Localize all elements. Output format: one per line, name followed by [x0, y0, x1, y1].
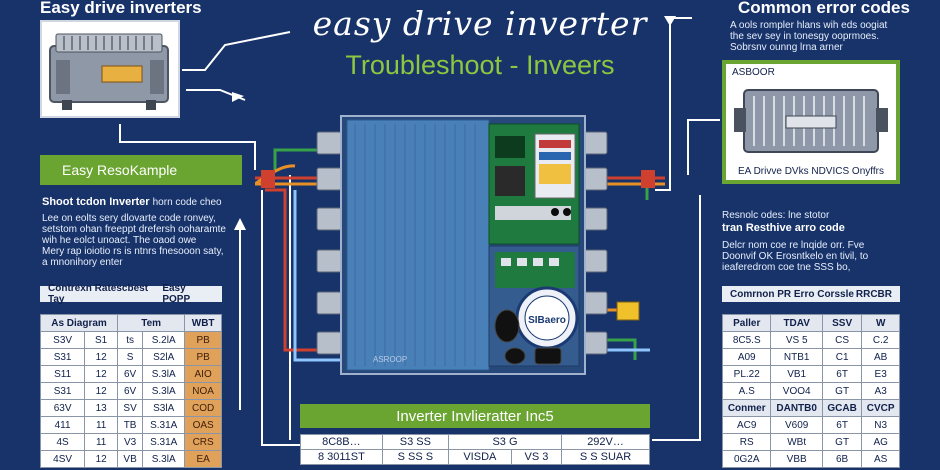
table-cell: S.31A	[142, 433, 186, 451]
right-paragraph-line: Delcr nom coe re lnqide orr. Fve	[722, 240, 865, 251]
table-header-cell: Tem	[117, 314, 186, 332]
right-paragraph: Delcr nom coe re lnqide orr. Fve Doonvif…	[722, 240, 932, 273]
table-cell: COD	[184, 399, 222, 417]
left-inverter-photo	[40, 20, 180, 118]
photo-label: ASBOOR	[732, 67, 775, 78]
table-header-cell: TDAV	[770, 314, 823, 332]
left-paragraph-line: setstom ohan freeppt drefersh ooharamte	[42, 224, 226, 235]
table-cell: S.3lA	[142, 450, 186, 468]
right-inverter-photo: ASBOOR	[726, 64, 896, 180]
left-paragraph-line: Lee on eolts sery dlovarte code ronvey,	[42, 213, 216, 224]
shoot-title-line: Shoot tcdon Inverter horn code cheo	[42, 196, 282, 208]
central-inverter-diagram: SIBaero ASROOP	[255, 115, 665, 375]
table-cell: Conmer	[721, 399, 772, 417]
table-header-row: Paller TDAV SSV W	[721, 314, 900, 332]
table-cell: VISDA	[447, 449, 512, 465]
left-paragraph-line: Mery rap ioiotio rs is ntnrs fnesooon sa…	[42, 246, 224, 257]
table-cell: 12	[84, 450, 119, 468]
table-cell: CS	[821, 331, 863, 349]
resolve-subtitle: tran Resthive arro code	[722, 222, 845, 234]
device-brand-label: ASROOP	[373, 355, 407, 364]
heatsink-inverter-icon	[734, 89, 888, 153]
bottom-banner: Inverter Invlieratter Inc5	[300, 404, 650, 428]
table-cell: AIO	[184, 365, 222, 383]
table-cell: S3 SS	[381, 434, 449, 450]
table-header-cell: Paller	[721, 314, 772, 332]
right-desc-line: A ools rompler hlans wih eds oogiat	[730, 20, 888, 31]
right-desc-line: Sobrsnv ounng lrna arner	[730, 42, 843, 53]
left-table-strip: Contrexn Ratescbest Tay Easy POPP	[40, 283, 222, 305]
inverter-unit-icon	[49, 33, 169, 110]
right-paragraph-line: Doonvif OK Erosntkelo en tivil, to	[722, 251, 869, 262]
table-header-row: As Diagram Tem WBT	[39, 314, 222, 332]
left-paragraph-line: a mnonihory enter	[42, 257, 123, 268]
table-cell: 8 3011ST	[300, 449, 383, 465]
table-cell: 8C8B…	[300, 434, 383, 450]
shoot-suffix: horn code cheo	[152, 197, 222, 208]
table-cell: DANTB0	[770, 399, 823, 417]
left-heading: Easy drive inverters	[40, 0, 202, 17]
table-cell: 0G2A	[721, 450, 772, 468]
table-cell: GCAB	[821, 399, 863, 417]
table-cell: EA	[184, 450, 222, 468]
table-header-cell: W	[861, 314, 900, 332]
device-badge-label: SIBaero	[528, 315, 566, 326]
table-cell: PB	[184, 331, 222, 349]
table-cell: AS	[861, 450, 900, 468]
table-cell: 292V…	[561, 434, 650, 450]
table-cell: OAS	[184, 416, 222, 434]
right-desc-line: the sev sey in tonesgy ooprmoes.	[730, 31, 879, 42]
strip-left-label: Comrnon PR Erro Corssle	[730, 288, 854, 300]
left-paragraph: Lee on eolts sery dlovarte code ronvey, …	[42, 213, 282, 268]
table-cell: S SS S	[381, 449, 449, 465]
strip-right-label: Easy POPP	[162, 283, 191, 305]
shoot-title: Shoot tcdon Inverter	[42, 196, 150, 208]
table-cell: VS 3	[510, 449, 563, 465]
main-title: easy drive inverter	[312, 4, 648, 43]
left-paragraph-line: wih he eolct unoact. The oaod owe	[42, 235, 197, 246]
table-cell: S3 G	[447, 434, 563, 450]
right-description: A ools rompler hlans wih eds oogiat the …	[730, 20, 930, 53]
right-paragraph-line: ieaferedrom coe tne SSS bo,	[722, 262, 851, 273]
strip-left-label: Contrexn Ratescbest Tay	[48, 283, 149, 305]
table-cell: 6B	[821, 450, 863, 468]
resolve-title: Resnolc odes: lne stotor	[722, 210, 830, 221]
table-cell: 4SV	[39, 450, 86, 468]
left-banner: Easy ResoKample	[40, 155, 242, 185]
table-row: 8 3011ST S SS S VISDA VS 3 S S SUAR	[300, 449, 650, 465]
right-table-strip: Comrnon PR Erro Corssle RRCBR	[722, 286, 900, 302]
right-photo-panel: ASBOOR	[722, 60, 900, 184]
bottom-data-table: 8C8B… S3 SS S3 G 292V… 8 3011ST S SS S V…	[300, 434, 650, 465]
table-cell: S S SUAR	[561, 449, 650, 465]
sub-title: Troubleshoot - Inveers	[345, 50, 615, 80]
right-heading: Common error codes	[738, 0, 910, 17]
right-photo-caption: EA Drivve DVks NDVICS Onyffrs	[738, 166, 884, 177]
strip-right-label: RRCBR	[855, 288, 892, 300]
table-row: 8C8B… S3 SS S3 G 292V…	[300, 434, 650, 450]
